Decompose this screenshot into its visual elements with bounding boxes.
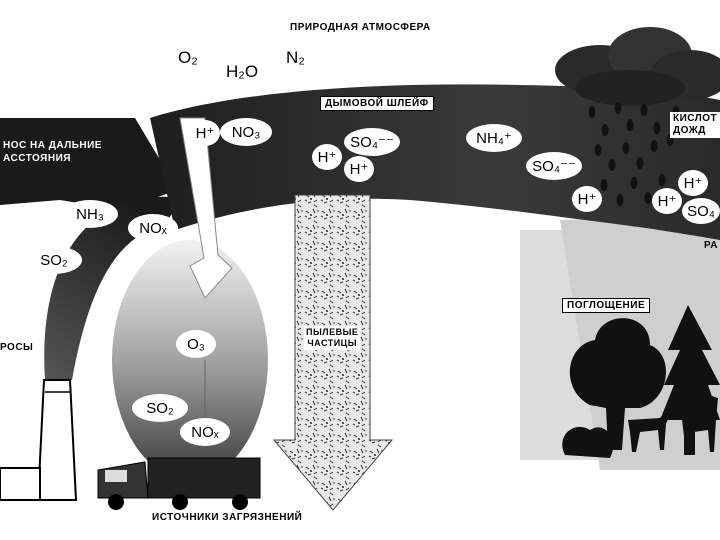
- ion-h-6: H⁺: [652, 188, 682, 214]
- sources-label: ИСТОЧНИКИ ЗАГРЯЗНЕНИЙ: [152, 512, 303, 523]
- gas-o2: O₂: [178, 48, 198, 67]
- stack-nh3: NH₃: [62, 200, 118, 228]
- dust-line-1: ПЫЛЕВЫЕ: [306, 327, 359, 337]
- factory-chimney: [0, 379, 78, 501]
- ion-so4-1: SO₄⁻⁻: [344, 128, 400, 156]
- ion-h-2: H⁺: [312, 144, 342, 170]
- dust-line-2: ЧАСТИЦЫ: [307, 338, 358, 348]
- diagram-title: ПРИРОДНАЯ АТМОСФЕРА: [290, 22, 431, 33]
- ion-h-4: H⁺: [572, 186, 602, 212]
- forest: [562, 305, 720, 458]
- dust-label: ПЫЛЕВЫЕ ЧАСТИЦЫ: [304, 326, 361, 350]
- long-range-label: НОС НА ДАЛЬНИЕ АССТОЯНИЯ: [0, 138, 105, 166]
- smoke-plume: [150, 84, 720, 240]
- acid-rain-line-1: КИСЛОТ: [673, 113, 718, 124]
- dust-arrow: [272, 194, 394, 511]
- gas-h2o: H₂O: [226, 62, 259, 81]
- source-o3: O₃: [176, 330, 216, 358]
- long-range-line-1: НОС НА ДАЛЬНИЕ: [3, 140, 102, 151]
- ion-h-3: H⁺: [344, 156, 374, 182]
- long-range-line-2: АССТОЯНИЯ: [3, 153, 71, 164]
- emissions-label: РОСЫ: [0, 342, 34, 353]
- absorption-label: ПОГЛОЩЕНИЕ: [562, 298, 651, 313]
- stack-so2: SO₂: [26, 246, 82, 274]
- source-nox: NOₓ: [180, 418, 230, 446]
- acid-rain-line-2: ДОЖД: [673, 125, 706, 136]
- ion-no3: NO₃: [220, 118, 272, 146]
- stack-plume: [44, 196, 181, 380]
- deer: [628, 396, 718, 452]
- source-oval: [112, 240, 268, 480]
- plume-label: ДЫМОВОЙ ШЛЕЙФ: [320, 96, 434, 111]
- ion-h-5: H⁺: [678, 170, 708, 196]
- rain-cloud: [555, 27, 720, 106]
- ion-so4-3: SO₄: [682, 198, 720, 224]
- ion-so4-2: SO₄⁻⁻: [526, 152, 582, 180]
- source-so2: SO₂: [132, 394, 188, 422]
- gas-n2: N₂: [286, 48, 305, 67]
- cut-label-right: РА: [704, 240, 719, 251]
- acid-rain-label: КИСЛОТ ДОЖД: [670, 112, 720, 138]
- truck: [97, 457, 261, 510]
- rain-drops: [588, 102, 680, 206]
- stack-nox: NOₓ: [128, 214, 178, 242]
- ion-nh4: NH₄⁺: [466, 124, 522, 152]
- ion-h-1: H⁺: [190, 120, 220, 146]
